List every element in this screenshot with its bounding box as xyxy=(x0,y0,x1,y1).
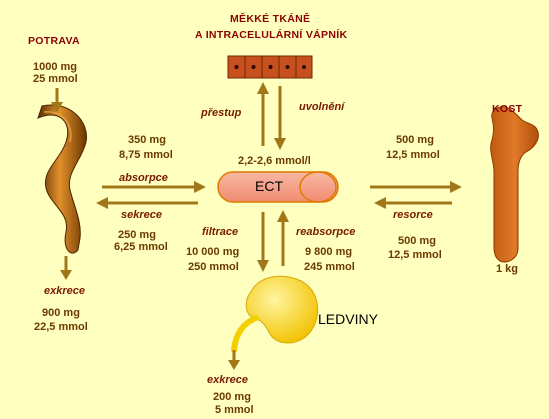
bone-resorption-mmol: 12,5 mmol xyxy=(388,249,442,261)
filtration-label: filtrace xyxy=(202,226,239,238)
secretion-mmol: 6,25 mmol xyxy=(114,241,168,253)
ect-compartment xyxy=(217,171,339,203)
arrow-resorption xyxy=(374,197,452,209)
bone-icon xyxy=(490,106,539,263)
bone-deposition-mg: 500 mg xyxy=(396,134,434,146)
soft-tissue-heading-line1: MĚKKÉ TKÁNĚ xyxy=(230,13,311,25)
kost-heading: KOST xyxy=(492,103,523,115)
bone-deposition-mmol: 12,5 mmol xyxy=(386,149,440,161)
kidney-excretion-mmol: 5 mmol xyxy=(215,404,254,416)
resorption-label: resorce xyxy=(393,209,433,221)
secretion-mg: 250 mg xyxy=(118,229,156,241)
arrow-intake xyxy=(51,88,63,112)
arrow-absorption xyxy=(102,181,206,193)
tissue-cells-icon xyxy=(227,55,313,79)
potrava-mg: 1000 mg xyxy=(33,61,78,73)
kidney-excretion-label: exkrece xyxy=(207,374,248,386)
ect-label: ECT xyxy=(255,178,283,194)
soft-tissue-heading-line2: A INTRACELULÁRNÍ VÁPNÍK xyxy=(195,29,348,41)
bone-mass: 1 kg xyxy=(496,263,519,275)
intestine-icon xyxy=(37,104,87,254)
arrow-release-down xyxy=(274,86,286,150)
gut-excretion-label: exkrece xyxy=(44,285,85,297)
gut-excretion-mg: 900 mg xyxy=(42,307,80,319)
bone-resorption-mg: 500 mg xyxy=(398,235,436,247)
ect-concentration: 2,2-2,6 mmol/l xyxy=(238,155,311,167)
arrow-transfer-up xyxy=(257,82,269,146)
arrow-gut-excretion xyxy=(60,256,72,280)
kidney-excretion-mg: 200 mg xyxy=(213,391,251,403)
reabsorption-label: reabsorpce xyxy=(296,226,356,238)
arrow-ect-to-bone xyxy=(370,181,462,193)
absorption-mg: 350 mg xyxy=(128,134,166,146)
arrow-reabsorption xyxy=(277,210,289,266)
absorption-label: absorpce xyxy=(119,172,168,184)
flow-arrows xyxy=(51,82,462,370)
release-label: uvolnění xyxy=(299,101,345,113)
potrava-mmol: 25 mmol xyxy=(33,73,78,85)
gut-excretion-mmol: 22,5 mmol xyxy=(34,321,88,333)
reabsorption-mg: 9 800 mg xyxy=(305,246,353,258)
arrow-kidney-excretion xyxy=(228,350,240,370)
secretion-label: sekrece xyxy=(121,209,162,221)
kidney-heading: LEDVINY xyxy=(318,311,378,327)
arrow-secretion xyxy=(96,197,198,209)
filtration-mg: 10 000 mg xyxy=(186,246,240,258)
transfer-label: přestup xyxy=(201,107,242,119)
absorption-mmol: 8,75 mmol xyxy=(119,149,173,161)
arrow-filtration xyxy=(257,212,269,272)
filtration-mmol: 250 mmol xyxy=(188,261,239,273)
kidney-icon xyxy=(231,275,319,353)
potrava-heading: POTRAVA xyxy=(28,35,80,47)
reabsorption-mmol: 245 mmol xyxy=(304,261,355,273)
